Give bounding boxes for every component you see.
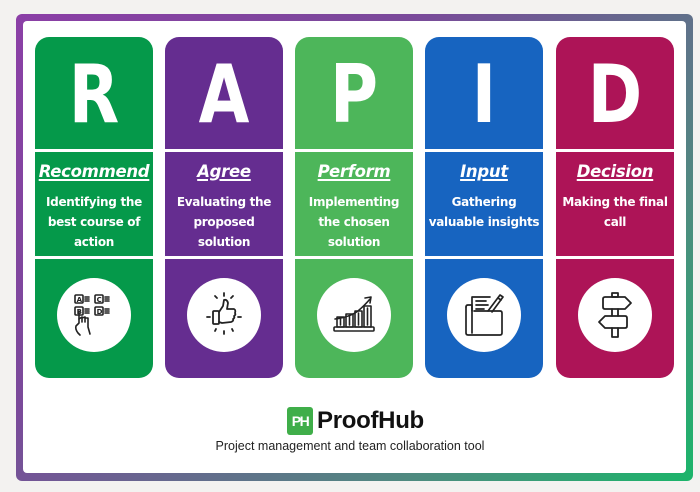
card-title: Agree <box>197 162 251 181</box>
icon-section <box>165 259 283 378</box>
divider <box>295 149 413 152</box>
card-letter: I <box>471 48 497 141</box>
card-input: I Input Gathering valuable insights <box>425 37 543 378</box>
folder-document-pen-icon <box>465 294 504 336</box>
card-description: Making the final call <box>562 195 668 229</box>
card-decision: D Decision Making the final call <box>556 37 674 378</box>
letter-section: A <box>165 37 283 149</box>
divider <box>35 149 153 152</box>
divider <box>556 256 674 259</box>
card-description: Gathering valuable insights <box>428 195 540 229</box>
text-section: Decision Making the final call <box>556 152 674 256</box>
signpost-directions-icon <box>598 292 632 338</box>
card-letter: D <box>587 48 643 141</box>
letter-section: P <box>295 37 413 149</box>
icon-circle <box>187 278 261 352</box>
divider <box>165 256 283 259</box>
svg-text:A: A <box>77 296 83 304</box>
icon-circle <box>317 278 391 352</box>
card-letter: R <box>68 48 120 141</box>
divider <box>165 149 283 152</box>
icon-section: A C B D <box>35 259 153 378</box>
divider <box>425 149 543 152</box>
icon-section <box>295 259 413 378</box>
multiple-choice-selection-icon: A C B D <box>74 294 110 336</box>
card-recommend: R Recommend Identifying the best course … <box>35 37 153 378</box>
proofhub-logo: PH ProofHub <box>287 407 424 435</box>
card-title: Perform <box>317 162 391 181</box>
card-letter: A <box>198 48 250 141</box>
brand-name: ProofHub <box>317 407 424 434</box>
divider <box>35 256 153 259</box>
text-section: Agree Evaluating the proposed solution <box>165 152 283 256</box>
card-title: Input <box>460 162 508 181</box>
icon-section <box>556 259 674 378</box>
text-section: Recommend Identifying the best course of… <box>35 152 153 256</box>
card-letter: P <box>329 48 379 141</box>
tagline: Project management and team collaboratio… <box>215 439 485 453</box>
icon-circle <box>447 278 521 352</box>
text-section: Input Gathering valuable insights <box>425 152 543 256</box>
letter-section: R <box>35 37 153 149</box>
text-section: Perform Implementing the chosen solution <box>295 152 413 256</box>
divider <box>295 256 413 259</box>
svg-text:C: C <box>97 296 102 304</box>
letter-section: D <box>556 37 674 149</box>
card-title: Decision <box>576 162 654 181</box>
divider <box>556 149 674 152</box>
icon-section <box>425 259 543 378</box>
card-title: Recommend <box>38 162 150 181</box>
logo-mark: PH <box>287 407 313 435</box>
card-description: Evaluating the proposed solution <box>176 195 272 249</box>
growth-chart-icon <box>333 296 375 332</box>
icon-circle: A C B D <box>57 278 131 352</box>
letter-section: I <box>425 37 543 149</box>
divider <box>425 256 543 259</box>
card-perform: P Perform Implementing the chosen soluti… <box>295 37 413 378</box>
thumbs-up-icon <box>206 292 242 335</box>
card-agree: A Agree Evaluating the proposed solution <box>165 37 283 378</box>
icon-circle <box>578 278 652 352</box>
svg-text:D: D <box>97 308 103 316</box>
card-description: Implementing the chosen solution <box>308 195 400 249</box>
card-description: Identifying the best course of action <box>46 195 142 249</box>
